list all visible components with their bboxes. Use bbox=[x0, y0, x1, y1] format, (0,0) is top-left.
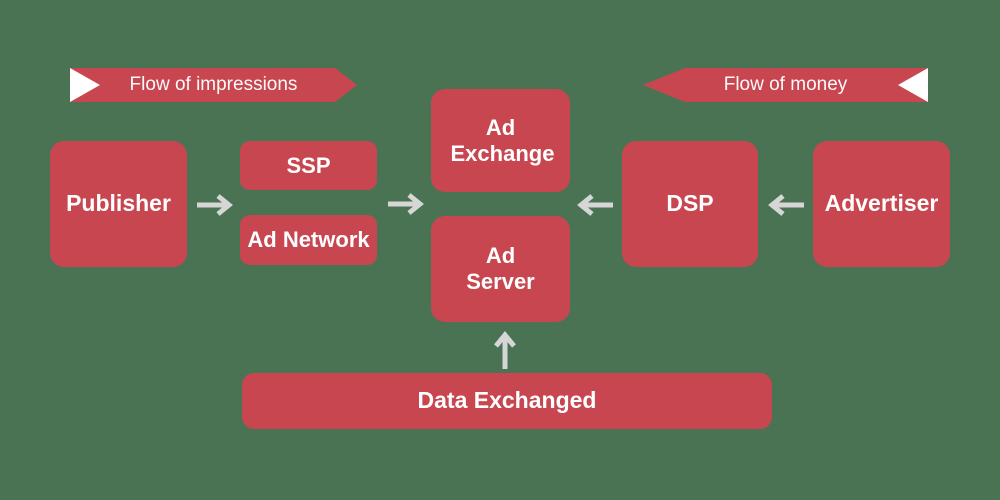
banner-ribbon-left-shape bbox=[643, 68, 928, 102]
node-ad-server: Ad Server bbox=[431, 216, 570, 322]
node-label: Ad Exchange bbox=[450, 114, 555, 166]
arrow-publisher-to-ssp bbox=[195, 193, 235, 217]
arrow-right-icon bbox=[197, 194, 233, 216]
node-dsp: DSP bbox=[622, 141, 758, 267]
node-ad-network: Ad Network bbox=[240, 215, 377, 265]
node-publisher: Publisher bbox=[50, 141, 187, 267]
node-label: Publisher bbox=[66, 190, 171, 217]
banner-label: Flow of money bbox=[723, 74, 848, 95]
flow-of-money-banner: Flow of money bbox=[643, 68, 928, 102]
node-label: Ad Server bbox=[466, 243, 535, 294]
node-label: DSP bbox=[666, 190, 714, 217]
node-ssp: SSP bbox=[240, 141, 377, 190]
node-label: Advertiser bbox=[824, 190, 939, 217]
arrow-data-exchanged-to-ad-server bbox=[493, 327, 517, 371]
node-data-exchanged: Data Exchanged bbox=[242, 373, 772, 429]
node-label: Ad Network bbox=[247, 227, 370, 253]
arrow-ssp-to-ad-exchange bbox=[386, 192, 426, 216]
flow-of-impressions-banner: Flow of impressions bbox=[70, 68, 357, 102]
node-label: Data Exchanged bbox=[417, 387, 597, 414]
arrow-left-icon bbox=[577, 194, 613, 216]
arrow-advertiser-to-dsp bbox=[766, 193, 806, 217]
arrow-up-icon bbox=[494, 331, 516, 369]
arrow-dsp-to-ad-exchange bbox=[575, 193, 615, 217]
node-ad-exchange: Ad Exchange bbox=[431, 89, 570, 192]
node-advertiser: Advertiser bbox=[813, 141, 950, 267]
banner-label: Flow of impressions bbox=[129, 74, 298, 95]
node-label: SSP bbox=[286, 152, 331, 178]
banner-ribbon-right-shape bbox=[70, 68, 357, 102]
arrow-left-icon bbox=[768, 194, 804, 216]
arrow-right-icon bbox=[388, 193, 424, 215]
